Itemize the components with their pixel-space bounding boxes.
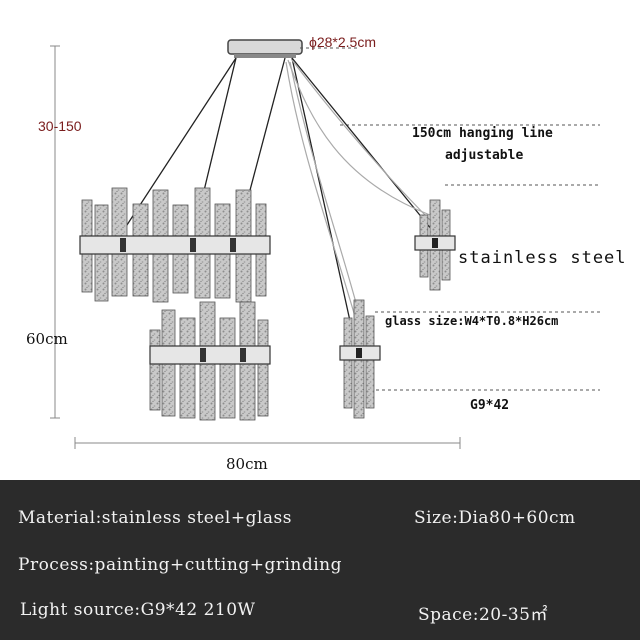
width-dimension-line bbox=[74, 437, 461, 449]
bulb-label: G9*42 bbox=[470, 398, 510, 413]
ceiling-canopy bbox=[227, 39, 303, 58]
side-pendant-upper bbox=[414, 199, 456, 291]
power-cables bbox=[285, 59, 436, 326]
dimension-guides bbox=[300, 47, 600, 391]
spec-material: Material:stainless steel+glass bbox=[18, 508, 292, 528]
side-pendant-lower bbox=[339, 299, 381, 419]
height-label: 60cm bbox=[26, 330, 68, 348]
canopy-dimension: ϕ28*2.5cm bbox=[309, 34, 376, 50]
spec-process: Process:painting+cutting+grinding bbox=[18, 555, 342, 575]
chandelier-illustration bbox=[50, 39, 600, 449]
hanging-wires bbox=[124, 57, 433, 331]
hanging-range: 30-150 bbox=[38, 118, 82, 134]
spec-size: Size:Dia80+60cm bbox=[414, 508, 576, 528]
specifications-panel: Material:stainless steel+glass Size:Dia8… bbox=[0, 480, 640, 640]
hanging-line-label: 150cm hanging line bbox=[412, 126, 553, 141]
lower-tier-frame bbox=[149, 345, 271, 365]
glass-size-label: glass size:W4*T0.8*H26cm bbox=[385, 314, 559, 328]
spec-space: Space:20-35㎡ bbox=[418, 605, 548, 625]
width-label: 80cm bbox=[226, 455, 268, 473]
material-callout: stainless steel bbox=[458, 248, 627, 268]
upper-tier-frame bbox=[79, 235, 271, 255]
adjustable-label: adjustable bbox=[445, 148, 524, 163]
spec-light-source: Light source:G9*42 210W bbox=[20, 600, 256, 620]
height-dimension-line bbox=[50, 45, 60, 419]
product-drawing: ϕ28*2.5cm 30-150 150cm hanging line adju… bbox=[26, 34, 627, 473]
